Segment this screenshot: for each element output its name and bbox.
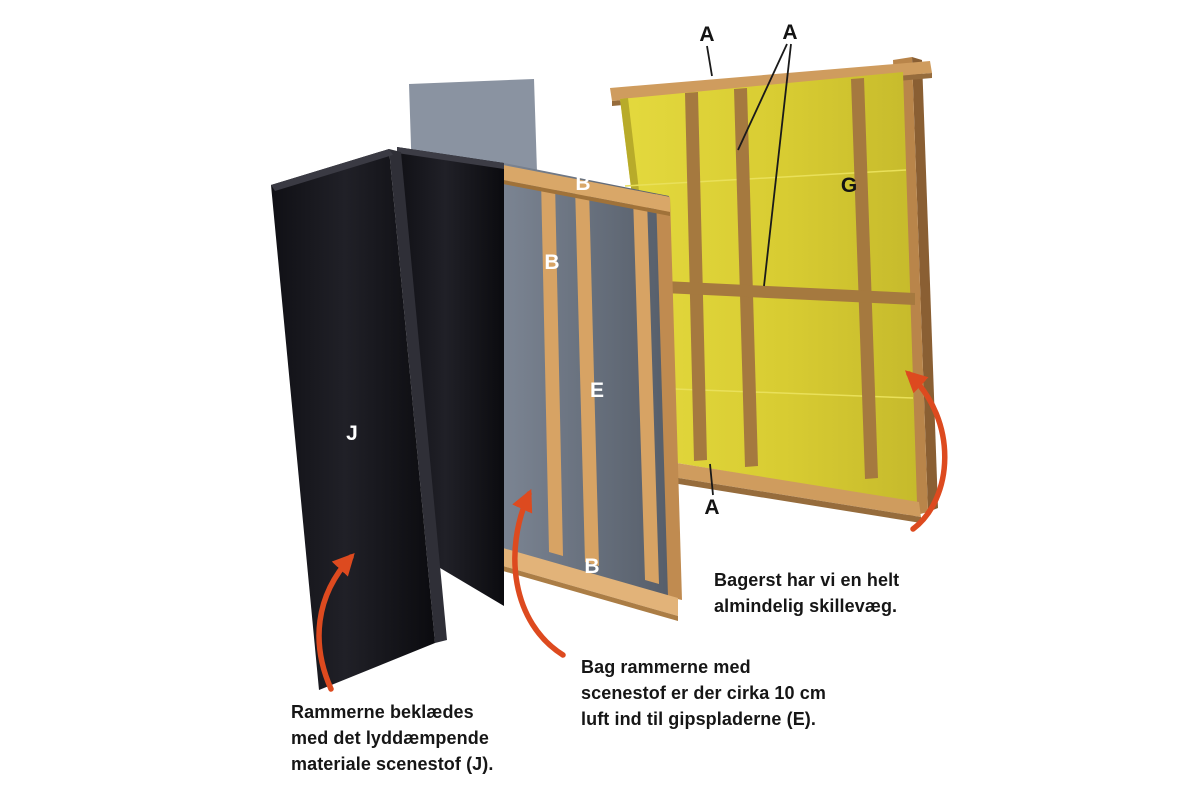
wall-stud-2	[734, 88, 758, 467]
frame-post-right	[656, 194, 682, 600]
part-label-j: J	[346, 422, 358, 445]
part-label-a-top-left: A	[699, 23, 714, 46]
backdrop-gray-panel	[409, 79, 537, 177]
part-label-e: E	[590, 379, 604, 402]
frame-stud-3	[633, 196, 659, 584]
scenestof-middle-top-edge	[397, 147, 504, 169]
wall-stud-3	[851, 78, 878, 479]
gips-frame-assembly	[397, 79, 682, 621]
wall-bottom-rail	[658, 460, 921, 517]
note-scenestof-line-2: med det lyddæmpende	[291, 728, 489, 748]
note-scenestof-line-1: Rammerne beklædes	[291, 702, 474, 722]
arrow-to-gips-frame	[512, 488, 566, 658]
note-partition-line-1: Bagerst har vi en helt	[714, 570, 900, 590]
scenestof-panel-side-edge	[389, 149, 447, 643]
part-label-a-top-right: A	[782, 21, 797, 44]
wall-top-rail	[610, 61, 932, 101]
scenestof-panel-j	[271, 149, 435, 690]
note-air-gap-line-3: luft ind til gipspladerne (E).	[581, 709, 816, 729]
part-label-g: G	[841, 174, 857, 197]
wall-mid-rail	[621, 279, 915, 305]
frame-bottom-rail-shadow	[503, 566, 678, 621]
note-air-gap-line-2: scenestof er der cirka 10 cm	[581, 683, 826, 703]
note-air-gap-line-1: Bag rammerne med	[581, 657, 751, 677]
note-scenestof-line-3: materiale scenestof (J).	[291, 754, 494, 774]
wall-stud-1	[685, 92, 707, 461]
note-partition-line-2: almindelig skillevæg.	[714, 596, 898, 616]
pointer-line-a-right-1	[737, 43, 788, 151]
part-letters: A A A G B B B E J	[346, 21, 857, 578]
note-partition-wall: Bagerst har vi en helt almindelig skille…	[714, 567, 899, 619]
callout-arrows	[316, 370, 948, 692]
part-label-b-middle: B	[544, 251, 559, 274]
arrow-to-scenestof-panel	[316, 552, 355, 692]
pointer-line-a-top-left	[706, 45, 713, 77]
scenestof-panel-middle	[397, 147, 504, 606]
part-label-a-bottom: A	[704, 496, 719, 519]
pointer-line-a-bottom	[709, 463, 714, 496]
scenestof-panel-assembly	[271, 149, 447, 690]
scenestof-panel-top-edge	[271, 149, 393, 191]
arrow-to-partition-wall	[904, 370, 948, 532]
frame-top-rail	[503, 165, 670, 212]
part-label-b-bottom: B	[584, 555, 599, 578]
partition-wall-assembly	[610, 57, 938, 523]
note-air-gap: Bag rammerne med scenestof er der cirka …	[581, 654, 826, 732]
pointer-lines	[706, 43, 792, 496]
wall-bottom-rail-shadow	[660, 475, 921, 523]
frame-stud-2	[575, 185, 599, 566]
note-scenestof: Rammerne beklædes med det lyddæmpende ma…	[291, 699, 493, 777]
frame-top-rail-shadow	[503, 180, 670, 216]
pointer-line-a-right-2	[763, 43, 792, 287]
frame-stud-1	[541, 179, 563, 556]
frame-bottom-rail	[503, 548, 678, 616]
part-label-b-top: B	[575, 172, 590, 195]
